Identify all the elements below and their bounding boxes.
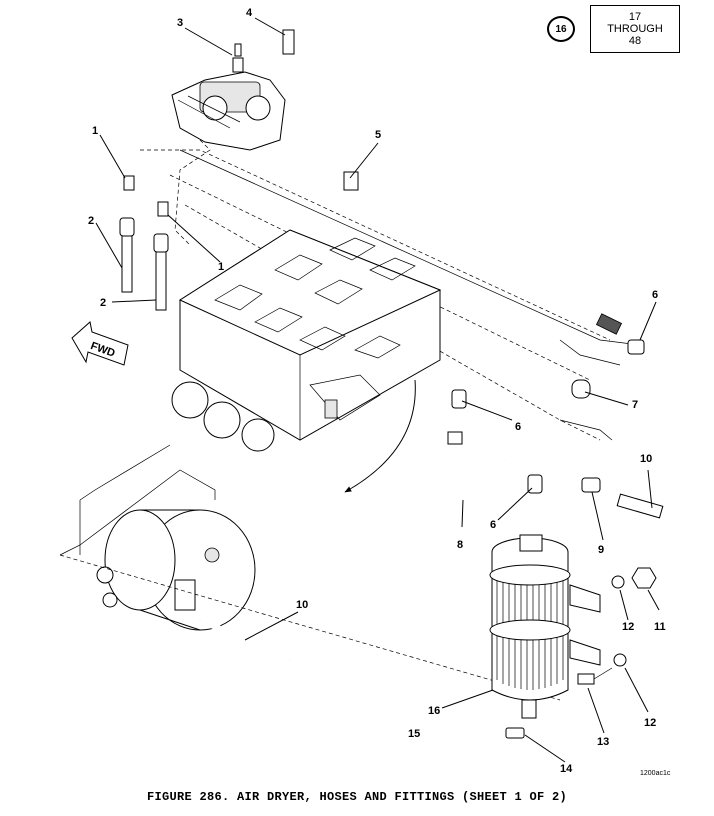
- callout-11: 11: [654, 621, 666, 633]
- callout-2b: 2: [100, 297, 106, 309]
- callout-2a: 2: [88, 215, 94, 227]
- reference-box-line3: 48: [628, 35, 642, 47]
- compressor-assembly: [171, 43, 286, 151]
- figure-caption: FIGURE 286. AIR DRYER, HOSES AND FITTING…: [146, 790, 568, 804]
- callout-3: 3: [177, 17, 183, 29]
- reference-circle-label: 16: [547, 16, 575, 42]
- callout-7: 7: [632, 399, 638, 411]
- callout-1b: 1: [218, 261, 224, 273]
- fittings-left: [119, 175, 169, 311]
- fittings-center: [447, 339, 664, 519]
- reference-box-line2: THROUGH: [607, 23, 663, 35]
- callout-12a: 12: [622, 621, 634, 633]
- callout-10b: 10: [296, 599, 308, 611]
- battery-box: [171, 229, 442, 452]
- hardware: [577, 567, 657, 685]
- callout-4: 4: [246, 7, 253, 19]
- callout-6b: 6: [515, 421, 521, 433]
- callout-12b: 12: [644, 717, 656, 729]
- callout-9: 9: [598, 544, 604, 556]
- reference-box-line1: 17: [628, 11, 642, 23]
- leader-lines: [95, 17, 660, 763]
- callout-15: 15: [408, 728, 420, 740]
- detail-arrow: [344, 379, 416, 493]
- callout-numbers: 3 4 5 1 1 2 2 6 7 6 6 8 9 10 10 11 12 12…: [88, 7, 671, 777]
- reference-box: 17 THROUGH 48: [590, 5, 680, 53]
- callout-10a: 10: [640, 453, 652, 465]
- callout-13: 13: [597, 736, 609, 748]
- callout-1a: 1: [92, 125, 98, 137]
- air-dryer: [461, 534, 601, 763]
- callout-8: 8: [457, 539, 463, 551]
- forward-arrow: FWD: [71, 321, 129, 366]
- hose-4: [282, 6, 623, 335]
- callout-6a: 6: [652, 289, 658, 301]
- callout-5: 5: [375, 129, 381, 141]
- callout-14: 14: [560, 763, 573, 775]
- drawing-number: 1200ac1c: [640, 770, 671, 777]
- callout-16: 16: [428, 705, 440, 717]
- installed-air-dryer: [59, 444, 561, 701]
- callout-6c: 6: [490, 519, 496, 531]
